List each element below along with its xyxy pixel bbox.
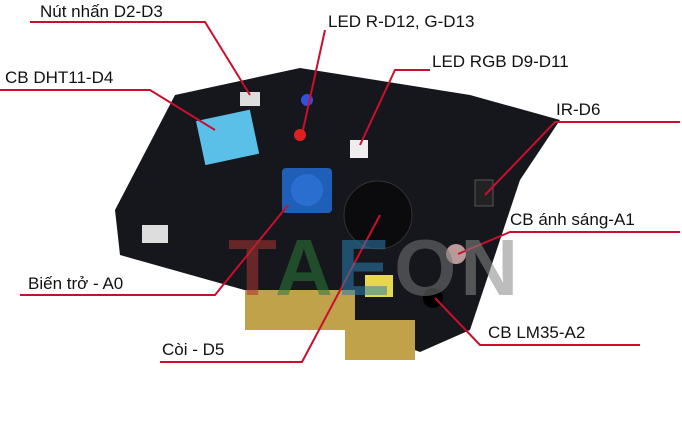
callout-lines [0,21,680,363]
lm35-sensor [423,288,443,308]
watermark: TAEON [228,223,523,312]
label-led-rg: LED R-D12, G-D13 [328,12,475,31]
push-button [240,92,260,106]
light-sensor [446,244,466,264]
label-ir: IR-D6 [556,100,601,119]
label-dht11: CB DHT11-D4 [5,68,114,87]
ir-receiver [474,179,494,207]
buzzer [343,180,413,250]
label-pot: Biến trở - A0 [28,274,124,293]
red-led [294,129,306,141]
dht11-sensor [196,109,260,166]
label-light: CB ánh sáng-A1 [510,210,635,229]
label-led-rgb: LED RGB D9-D11 [432,52,569,71]
label-button: Nút nhấn D2-D3 [40,2,163,21]
rgb-led [350,140,368,158]
label-buzzer: Còi - D5 [162,340,225,359]
label-lm35: CB LM35-A2 [488,323,586,342]
